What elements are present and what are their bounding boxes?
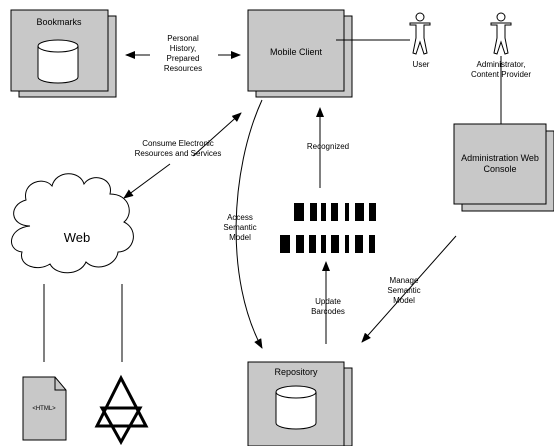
bookmarks-node: Bookmarks	[10, 9, 117, 98]
label-access-model: Access Semantic Model	[223, 213, 256, 242]
person-icon	[409, 12, 431, 55]
arrow-manage-model	[361, 235, 457, 343]
repository-label: Repository	[274, 367, 318, 377]
cloud-icon	[11, 173, 134, 274]
label-recognized: Recognized	[307, 142, 349, 151]
html-document-icon: <HTML>	[22, 376, 67, 441]
admin-console-label-2: Console	[483, 164, 516, 174]
web-node: Web	[11, 173, 134, 274]
manage-model-1: Manage	[390, 276, 419, 285]
barcode-icon	[280, 235, 375, 253]
bookmarks-label: Bookmarks	[36, 17, 82, 27]
database-icon	[37, 39, 79, 84]
person-icon	[490, 12, 512, 55]
access-model-3: Model	[229, 233, 251, 242]
label-update-barcodes: Update Barcodes	[311, 297, 345, 316]
mobile-client-label: Mobile Client	[270, 47, 323, 57]
arrow-access-model	[235, 99, 263, 349]
personal-history-2: History,	[170, 44, 197, 53]
access-model-2: Semantic	[223, 223, 256, 232]
user-actor: User	[409, 12, 431, 69]
repository-node: Repository	[247, 361, 353, 446]
barcode-icon	[294, 203, 376, 221]
admin-console-label-1: Administration Web	[461, 153, 539, 163]
ontology-triangle-icon	[94, 374, 149, 446]
admin-console-node: Administration Web Console	[453, 123, 554, 212]
user-label: User	[413, 60, 430, 69]
html-label: <HTML>	[32, 406, 56, 412]
label-personal-history: Personal History, Prepared Resources	[164, 34, 202, 73]
personal-history-3: Prepared	[167, 54, 200, 63]
label-manage-model: Manage Semantic Model	[387, 276, 420, 305]
personal-history-1: Personal	[167, 34, 199, 43]
update-barcodes-1: Update	[315, 297, 341, 306]
personal-history-4: Resources	[164, 64, 202, 73]
manage-model-2: Semantic	[387, 286, 420, 295]
arrow-consume-down	[123, 163, 171, 199]
consume-2: Resources and Services	[135, 149, 222, 158]
web-label: Web	[64, 230, 91, 245]
update-barcodes-2: Barcodes	[311, 307, 345, 316]
consume-1: Consume Electronic	[142, 139, 214, 148]
arrow-consume-up	[192, 112, 242, 157]
access-model-1: Access	[227, 213, 253, 222]
label-consume: Consume Electronic Resources and Service…	[135, 139, 222, 158]
database-icon	[275, 385, 317, 430]
manage-model-3: Model	[393, 296, 415, 305]
mobile-client-node: Mobile Client	[247, 9, 353, 98]
